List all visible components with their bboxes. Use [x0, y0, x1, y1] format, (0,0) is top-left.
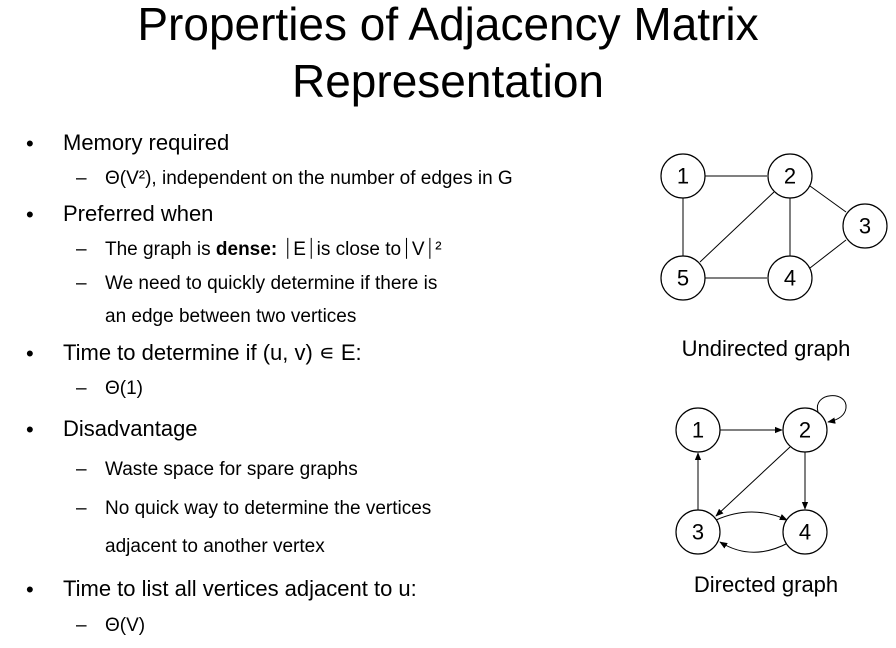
- edge-2-3: [809, 185, 847, 213]
- graph-node: 3: [842, 203, 888, 249]
- dash-glyph: –: [76, 459, 87, 480]
- edge-4-3: [809, 239, 847, 269]
- bullet-glyph: •: [26, 202, 34, 227]
- dash-glyph: –: [76, 615, 87, 636]
- sub-time-list: Θ(V): [105, 615, 146, 636]
- arc-3-4: [715, 511, 788, 521]
- arc-2-2-loop: [816, 395, 847, 424]
- directed-graph-caption: Directed graph: [693, 572, 839, 597]
- node-label: 2: [784, 164, 796, 189]
- sub-memory: Θ(V²), independent on the number of edge…: [105, 168, 513, 189]
- arc-2-3: [715, 446, 791, 517]
- sub-waste: Waste space for spare graphs: [105, 459, 358, 480]
- dash-glyph: –: [76, 239, 87, 260]
- sub-quick-line-1: We need to quickly determine if there is: [105, 273, 438, 294]
- node-label: 1: [677, 164, 689, 189]
- sub-time-determine: Θ(1): [105, 378, 143, 399]
- graph-node: 4: [782, 509, 828, 555]
- sub-dense-a: The graph is: [105, 239, 216, 260]
- bullet-glyph: •: [26, 341, 34, 366]
- bullet-disadvantage: Disadvantage: [63, 416, 198, 441]
- graph-node: 2: [782, 407, 828, 453]
- sub-dense-c: ⏐E⏐is close to⏐V⏐²: [277, 239, 442, 260]
- bullet-glyph: •: [26, 417, 34, 442]
- undirected-graph: 1 2 3 4 5: [660, 153, 888, 301]
- dash-glyph: –: [76, 498, 87, 519]
- node-label: 3: [859, 214, 871, 239]
- bullet-glyph: •: [26, 131, 34, 156]
- node-label: 1: [692, 418, 704, 443]
- dash-glyph: –: [76, 378, 87, 399]
- bullet-time-determine: Time to determine if (u, v) ∊ E:: [63, 340, 362, 365]
- graph-node: 3: [675, 509, 721, 555]
- edge-2-5: [699, 191, 775, 263]
- sub-noquick-line-2: adjacent to another vertex: [105, 536, 325, 557]
- page-title: Properties of Adjacency Matrix Represent…: [0, 0, 896, 110]
- bullet-preferred: Preferred when: [63, 201, 214, 226]
- node-label: 4: [784, 266, 796, 291]
- graph-node: 1: [660, 153, 706, 199]
- sub-quick-line-2: an edge between two vertices: [105, 306, 357, 327]
- node-label: 5: [677, 266, 689, 291]
- dash-glyph: –: [76, 168, 87, 189]
- bullet-time-list: Time to list all vertices adjacent to u:: [63, 576, 417, 601]
- arc-4-3: [719, 541, 789, 553]
- bullet-memory: Memory required: [63, 130, 230, 155]
- sub-dense-bold: dense:: [215, 239, 278, 260]
- graph-node: 1: [675, 407, 721, 453]
- sub-dense: The graph is dense: ⏐E⏐is close to⏐V⏐²: [105, 239, 442, 261]
- node-label: 3: [692, 520, 704, 545]
- node-label: 2: [799, 418, 811, 443]
- bullet-glyph: •: [26, 577, 34, 602]
- graph-node: 5: [660, 255, 706, 301]
- dash-glyph: –: [76, 273, 87, 294]
- title-line-1: Properties of Adjacency Matrix: [137, 0, 759, 50]
- undirected-graph-caption: Undirected graph: [681, 336, 851, 361]
- directed-graph: 1 2 3 4: [675, 395, 847, 555]
- graph-node: 2: [767, 153, 813, 199]
- node-label: 4: [799, 520, 811, 545]
- title-line-2: Representation: [292, 55, 604, 107]
- graph-node: 4: [767, 255, 813, 301]
- sub-noquick-line-1: No quick way to determine the vertices: [105, 498, 432, 519]
